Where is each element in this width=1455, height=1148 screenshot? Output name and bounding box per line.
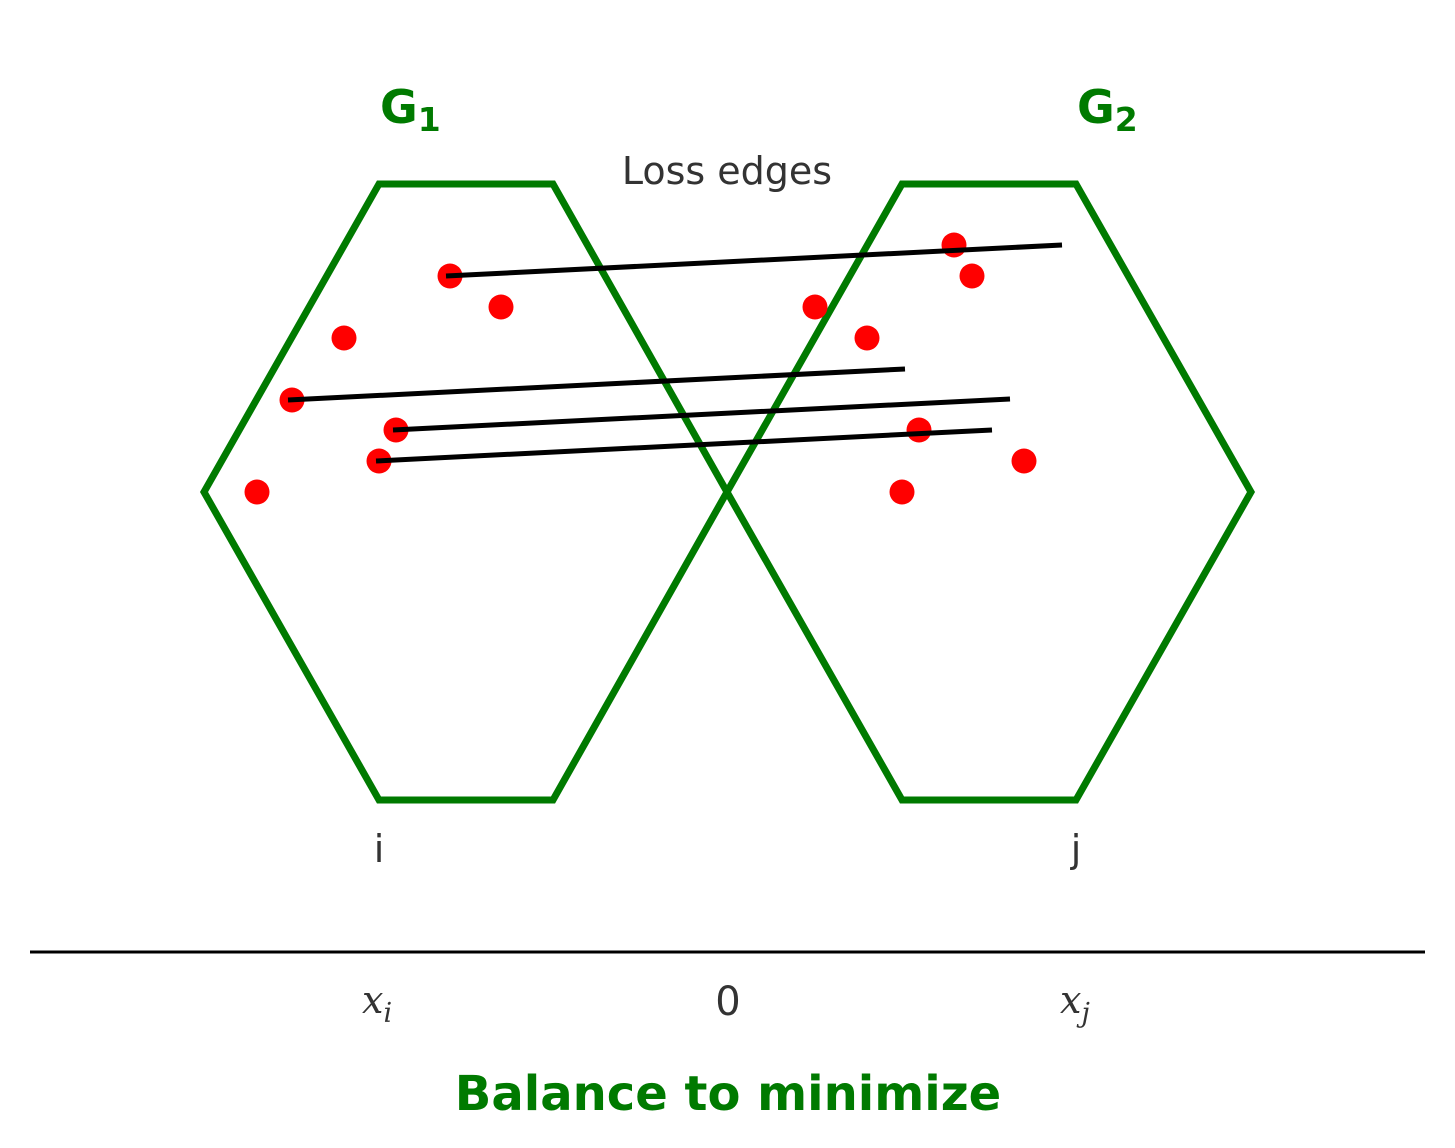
hexagon-g1 bbox=[199, 180, 732, 804]
loss-edge bbox=[375, 427, 993, 464]
axis-label-zero: 0 bbox=[715, 979, 740, 1025]
node bbox=[331, 325, 357, 351]
node bbox=[1011, 448, 1037, 474]
footer-title: Balance to minimize bbox=[455, 1066, 1001, 1122]
axis-label-xi: xi bbox=[362, 978, 392, 1029]
nodes-g1 bbox=[244, 263, 514, 505]
vertex-label-i: i bbox=[374, 827, 385, 871]
node bbox=[488, 294, 514, 320]
hexagon-g2 bbox=[722, 180, 1256, 804]
nodes-g2 bbox=[802, 232, 1037, 505]
loss-edge bbox=[392, 396, 1011, 433]
node bbox=[941, 232, 967, 258]
node bbox=[244, 479, 270, 505]
loss-edge bbox=[445, 242, 1063, 279]
loss-edges bbox=[287, 242, 1063, 464]
axis-label-xj: xj bbox=[1060, 978, 1090, 1029]
node bbox=[802, 294, 828, 320]
node bbox=[959, 263, 985, 289]
loss-edge bbox=[287, 366, 906, 403]
node bbox=[906, 417, 932, 443]
group-label-g2: G2 bbox=[1077, 80, 1138, 139]
node bbox=[854, 325, 880, 351]
vertex-label-j: j bbox=[1070, 827, 1082, 871]
group-label-g1: G1 bbox=[380, 80, 441, 139]
loss-edges-label: Loss edges bbox=[622, 149, 832, 193]
node bbox=[889, 479, 915, 505]
